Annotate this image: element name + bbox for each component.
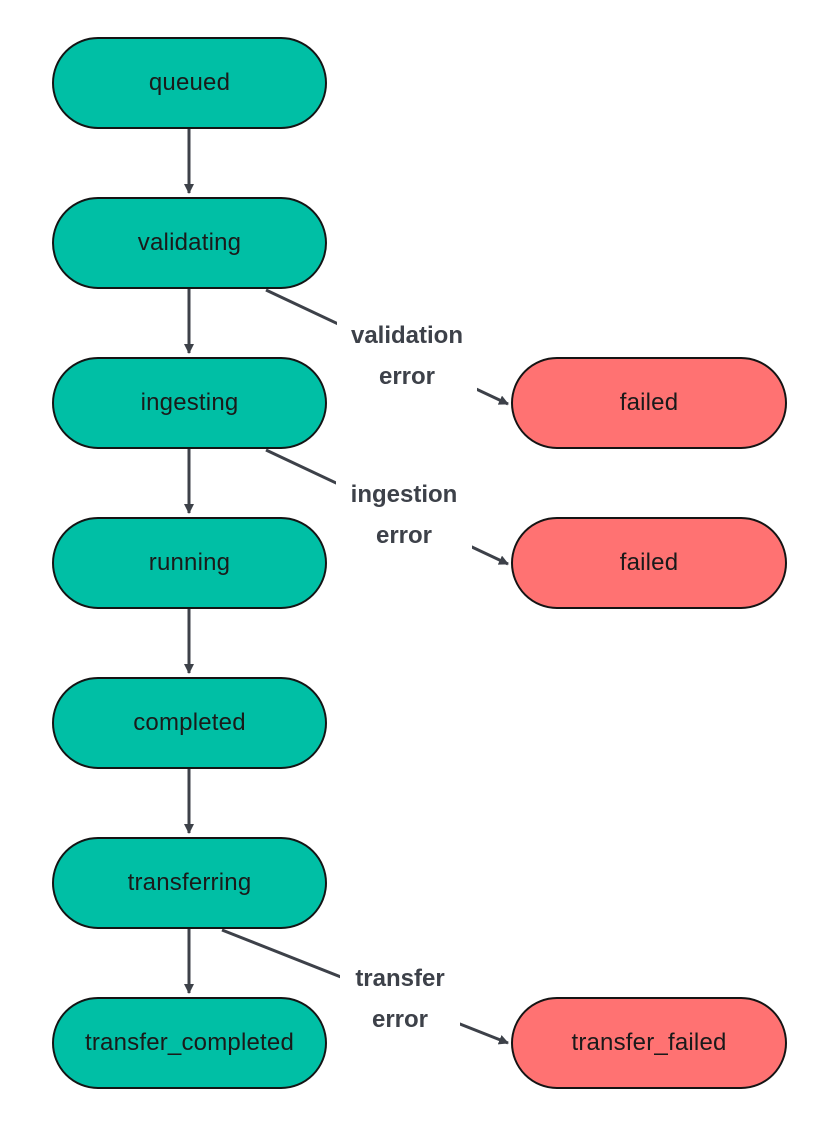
node-failed-validation: failed <box>511 357 787 449</box>
edge-label-transfer-error-line1: transfer <box>355 965 445 992</box>
edge-label-transfer-error-line2: error <box>371 1006 429 1033</box>
node-running: running <box>52 517 327 609</box>
node-queued: queued <box>52 37 327 129</box>
node-transferring: transferring <box>52 837 327 929</box>
node-transfer-completed: transfer_completed <box>52 997 327 1089</box>
node-failed-ingestion: failed <box>511 517 787 609</box>
edge-label-validation-error-line1: validation <box>350 322 464 349</box>
edge-label-validation-error-line2: error <box>378 363 436 390</box>
edge-label-ingestion-error: ingestion error <box>336 474 472 556</box>
edge-label-ingestion-error-line2: error <box>375 522 433 549</box>
node-ingesting: ingesting <box>52 357 327 449</box>
edge-label-ingestion-error-line1: ingestion <box>350 481 458 508</box>
node-validating: validating <box>52 197 327 289</box>
node-transfer-failed: transfer_failed <box>511 997 787 1089</box>
edge-label-transfer-error: transfer error <box>340 958 460 1040</box>
edge-label-validation-error: validation error <box>337 315 477 397</box>
node-completed: completed <box>52 677 327 769</box>
